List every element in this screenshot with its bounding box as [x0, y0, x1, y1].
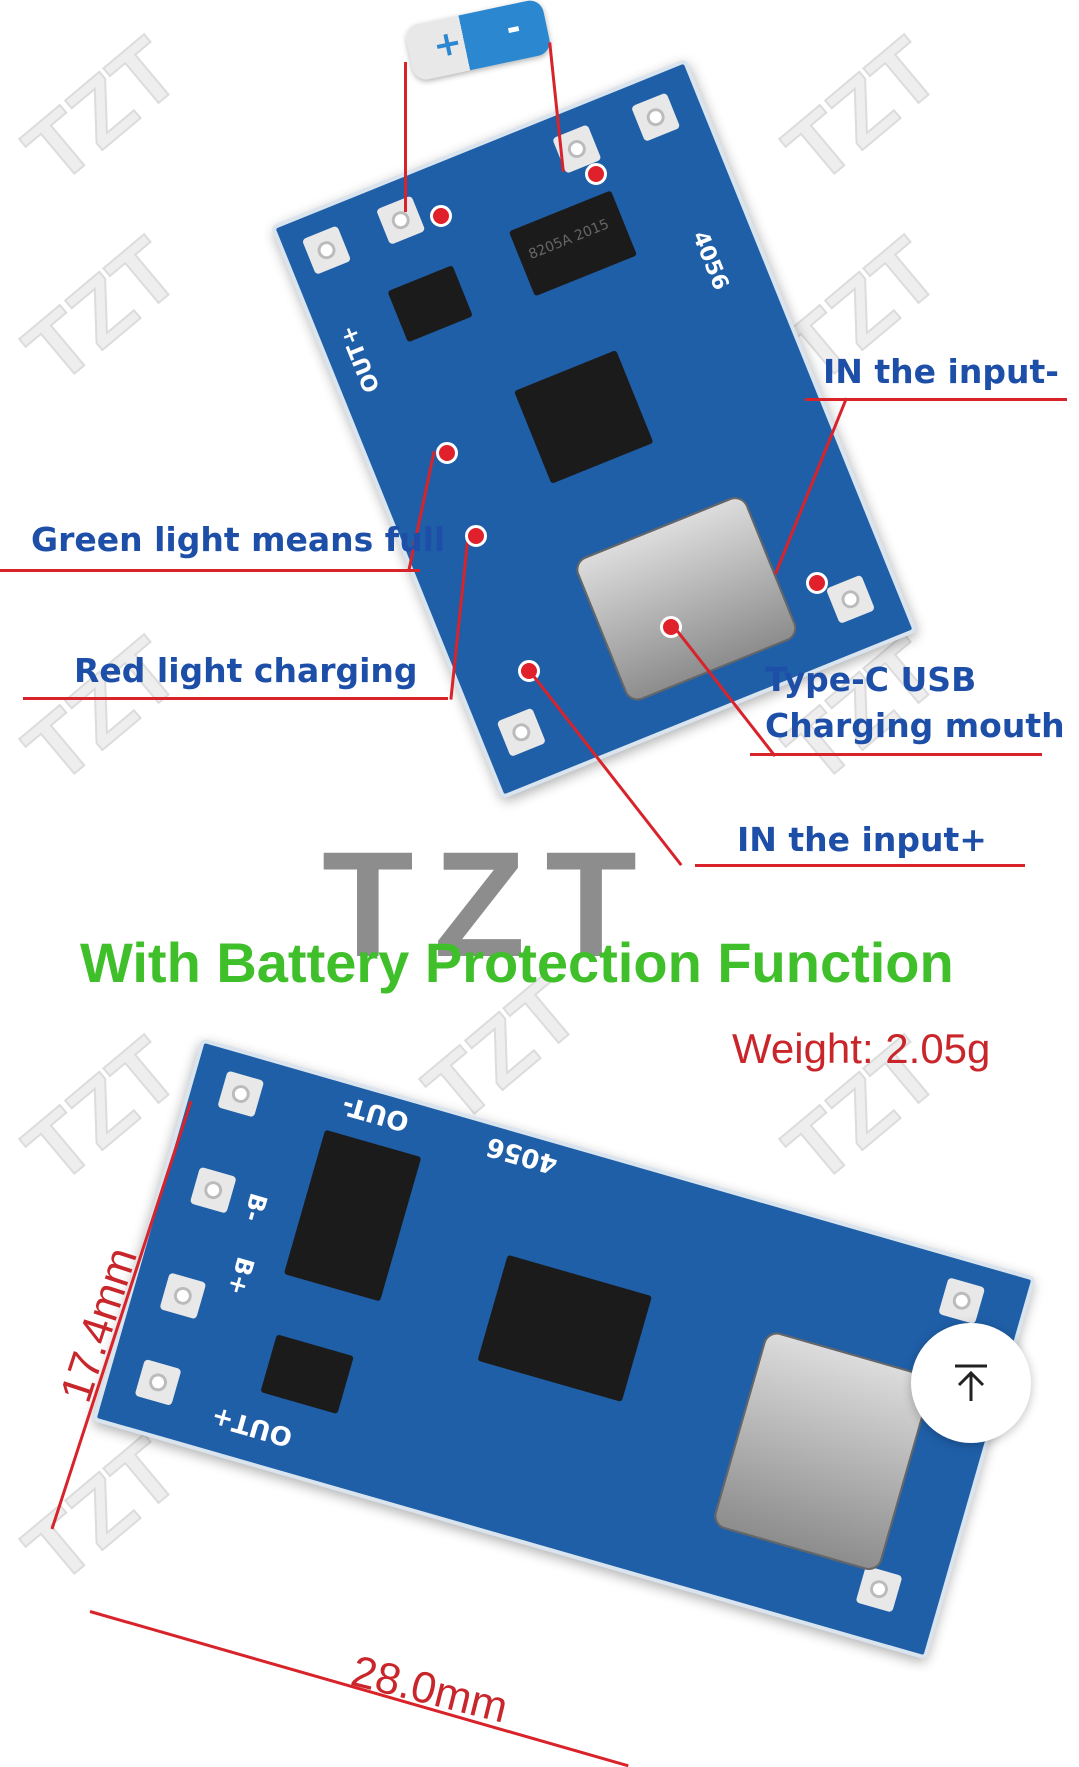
- leader-line: [23, 697, 448, 700]
- battery-icon: + -: [403, 0, 553, 82]
- label-typec-line2: Charging mouth: [765, 706, 1065, 745]
- pad-in-minus: [825, 574, 876, 625]
- watermark: TZT: [6, 619, 199, 804]
- leader-line: [404, 62, 407, 212]
- pad: [189, 1166, 237, 1214]
- callout-dot: [436, 442, 458, 464]
- callout-dot: [806, 572, 828, 594]
- pad-in-plus: [496, 707, 547, 758]
- watermark: TZT: [6, 1419, 199, 1604]
- protection-chip: 8205A 2015: [508, 190, 638, 297]
- chip-marking: 8205A 2015: [526, 216, 612, 264]
- label-typec-line1: Type-C USB: [765, 660, 977, 699]
- width-dimension: 28.0mm: [346, 1646, 513, 1733]
- out-plus-label: OUT+: [208, 1400, 296, 1452]
- pad: [938, 1277, 986, 1325]
- label-in-plus: IN the input+: [737, 820, 987, 859]
- brand-logo: TZT: [322, 820, 657, 988]
- callout-dot: [465, 525, 487, 547]
- pad: [301, 225, 352, 275]
- b-minus-label: B-: [237, 1189, 273, 1225]
- pad: [159, 1272, 207, 1320]
- tp4056-chip: [477, 1254, 652, 1402]
- watermark: TZT: [6, 219, 199, 404]
- out-plus-label: OUT+: [336, 321, 386, 396]
- pad: [134, 1358, 182, 1406]
- out-minus-label: OUT-: [338, 1089, 413, 1137]
- callout-dot: [430, 205, 452, 227]
- chip: [387, 265, 473, 343]
- pad-b-plus: [375, 195, 426, 245]
- callout-dot: [585, 163, 607, 185]
- arrow-up-to-line-icon: [955, 1364, 987, 1401]
- watermark: TZT: [6, 19, 199, 204]
- board-model: 4056: [686, 227, 734, 294]
- board-model: 4056: [483, 1130, 561, 1180]
- pad: [855, 1565, 903, 1613]
- protection-chip: [283, 1129, 422, 1302]
- pad: [217, 1070, 265, 1118]
- weight-label: Weight: 2.05g: [732, 1025, 991, 1072]
- watermark: TZT: [766, 19, 959, 204]
- b-plus-label: B+: [222, 1253, 260, 1299]
- usb-c-port: [711, 1329, 935, 1574]
- chip: [260, 1334, 354, 1415]
- leader-line: [750, 753, 1042, 756]
- tp4056-chip: [514, 350, 654, 484]
- headline: With Battery Protection Function: [80, 931, 954, 994]
- label-green-light: Green light means full: [31, 520, 446, 559]
- label-in-minus: IN the input-: [823, 352, 1059, 391]
- leader-line: [695, 864, 1025, 867]
- pad: [630, 92, 681, 142]
- label-red-light: Red light charging: [74, 651, 418, 690]
- leader-line: [805, 398, 1067, 401]
- scroll-to-top-button[interactable]: [911, 1323, 1031, 1443]
- leader-line: [0, 569, 420, 572]
